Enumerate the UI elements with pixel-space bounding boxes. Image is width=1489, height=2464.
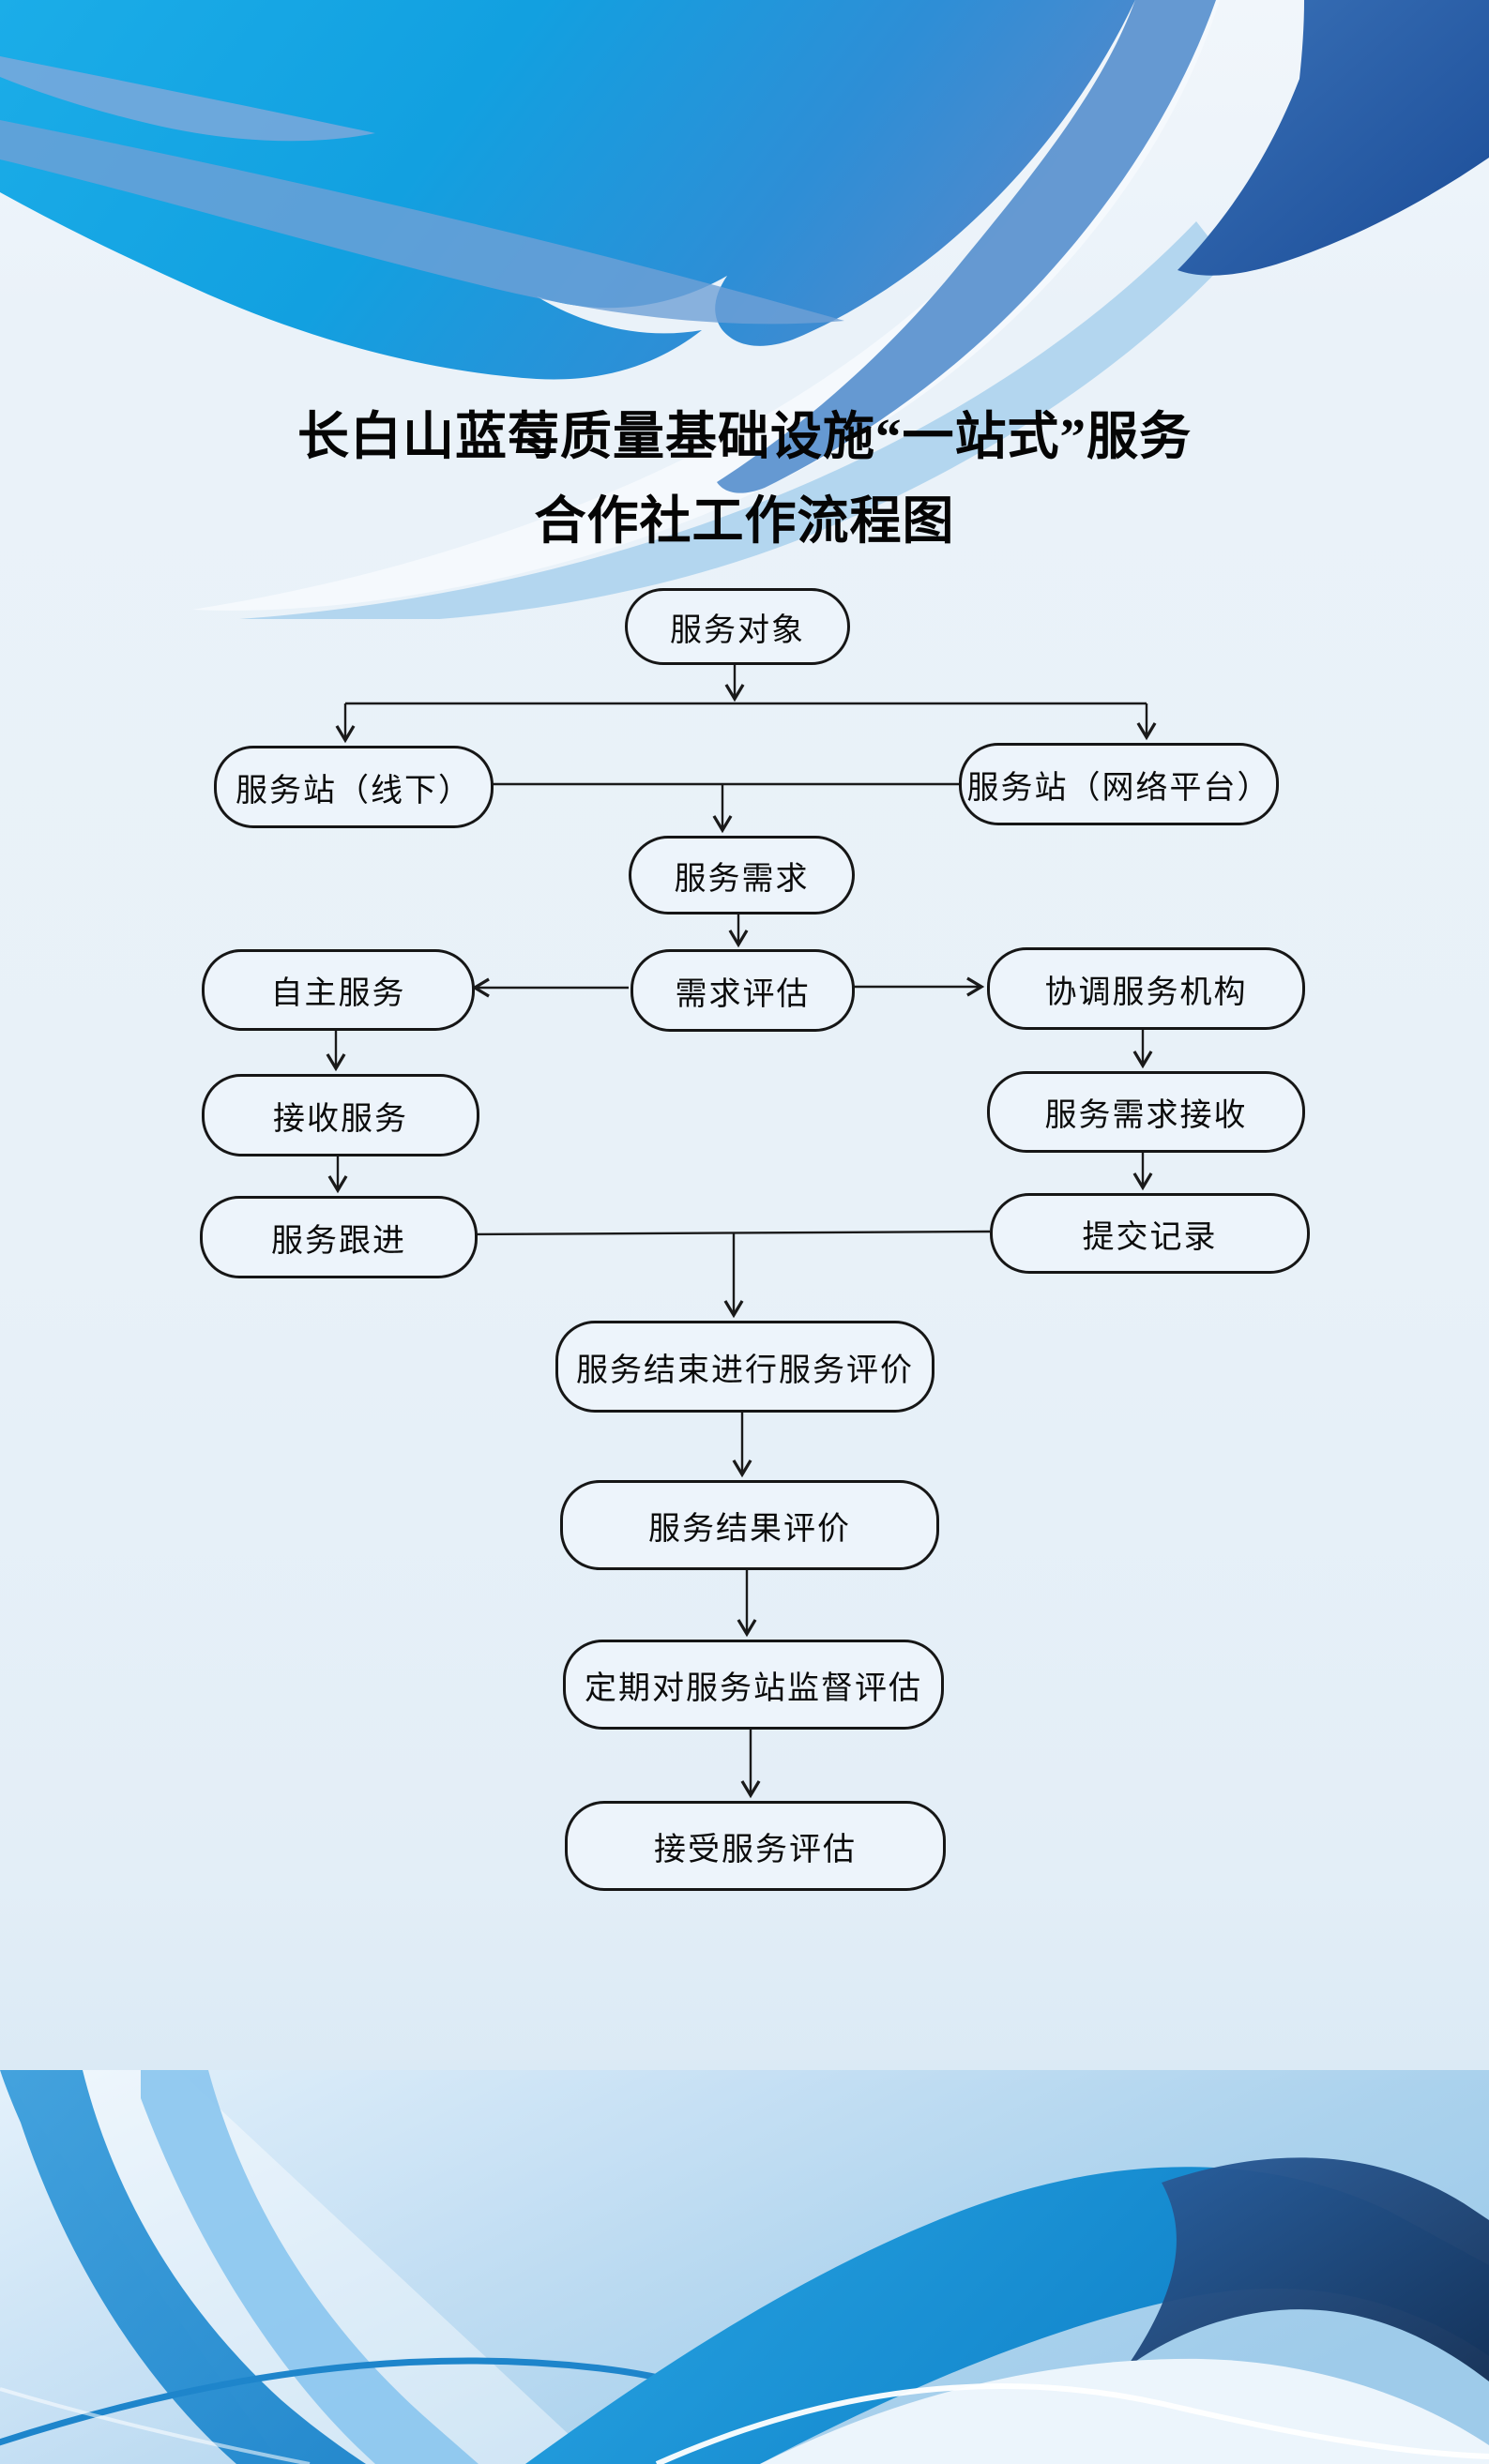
- node-label: 服务结果评价: [648, 1511, 851, 1547]
- node-label: 协调服务机构: [1044, 975, 1248, 1010]
- node-service-followup: 服务跟进: [200, 1196, 478, 1278]
- node-submit-record: 提交记录: [990, 1193, 1310, 1274]
- node-label: 服务对象: [670, 612, 805, 648]
- node-label: 服务需求接收: [1044, 1098, 1248, 1133]
- page-title-line2: 合作社工作流程图: [534, 491, 955, 550]
- node-periodic-supervision: 定期对服务站监督评估: [563, 1640, 944, 1730]
- node-accept-evaluation: 接受服务评估: [565, 1801, 946, 1891]
- node-label: 服务跟进: [271, 1223, 406, 1259]
- node-label: 服务结束进行服务评价: [576, 1353, 914, 1388]
- node-label: 提交记录: [1082, 1219, 1218, 1255]
- node-label: 接受服务评估: [654, 1832, 857, 1867]
- node-service-target: 服务对象: [625, 588, 850, 665]
- node-receive-service: 接收服务: [202, 1074, 479, 1156]
- node-demand-assessment: 需求评估: [631, 949, 855, 1032]
- page-title: 长白山蓝莓质量基础设施“一站式”服务 合作社工作流程图: [0, 395, 1489, 564]
- node-label: 服务站（网络平台）: [966, 770, 1271, 806]
- node-service-demand: 服务需求: [629, 836, 855, 915]
- node-label: 接收服务: [273, 1101, 408, 1137]
- node-station-online: 服务站（网络平台）: [959, 743, 1279, 825]
- node-demand-reception: 服务需求接收: [987, 1071, 1305, 1153]
- node-label: 服务站（线下）: [236, 773, 472, 809]
- node-label: 自主服务: [270, 976, 406, 1011]
- node-label: 定期对服务站监督评估: [585, 1670, 922, 1706]
- node-label: 服务需求: [674, 861, 810, 897]
- node-result-evaluation: 服务结果评价: [560, 1480, 939, 1570]
- node-coordinate-agency: 协调服务机构: [987, 947, 1305, 1030]
- node-station-offline: 服务站（线下）: [214, 746, 494, 828]
- page-title-line1: 长白山蓝莓质量基础设施“一站式”服务: [296, 407, 1192, 465]
- node-self-service: 自主服务: [202, 949, 475, 1031]
- node-label: 需求评估: [675, 976, 811, 1012]
- node-end-evaluation: 服务结束进行服务评价: [555, 1321, 934, 1413]
